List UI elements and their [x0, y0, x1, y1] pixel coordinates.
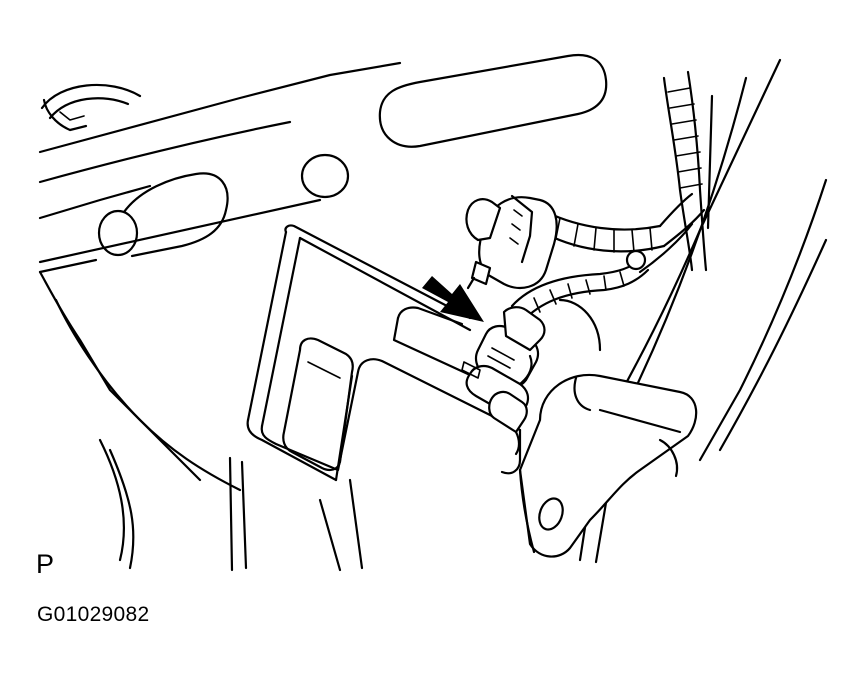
panel-tab: [461, 361, 481, 379]
figure-code: G01029082: [37, 603, 150, 626]
recessed-panel: [246, 224, 522, 482]
wire-harness: [510, 70, 708, 324]
view-label: P: [36, 549, 55, 579]
bracket: [38, 270, 364, 572]
arrow-pointer-icon: [422, 276, 484, 322]
panel-window: [282, 337, 354, 472]
body-panel: [38, 61, 402, 274]
round-hole: [300, 153, 350, 199]
target-connector: [465, 306, 546, 456]
left-slot: [97, 172, 229, 258]
upper-slot: [378, 53, 608, 148]
mounting-bracket: [518, 373, 698, 558]
round-component: [40, 83, 142, 132]
sensor-connector: [465, 194, 558, 290]
